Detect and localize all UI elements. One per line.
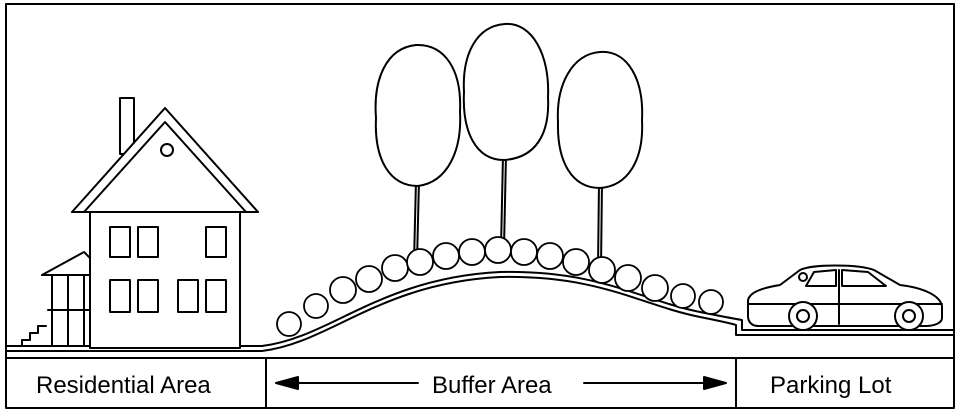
residential-area-label: Residential Area	[36, 366, 211, 406]
house-drawing	[22, 98, 258, 348]
tree-canopies	[376, 24, 643, 188]
car-drawing	[748, 266, 942, 331]
buffer-arrow-left-head	[276, 377, 298, 389]
buffer-area-label: Buffer Area	[432, 366, 552, 406]
parking-lot-label: Parking Lot	[770, 366, 891, 406]
buffer-arrow-right-head	[704, 377, 726, 389]
